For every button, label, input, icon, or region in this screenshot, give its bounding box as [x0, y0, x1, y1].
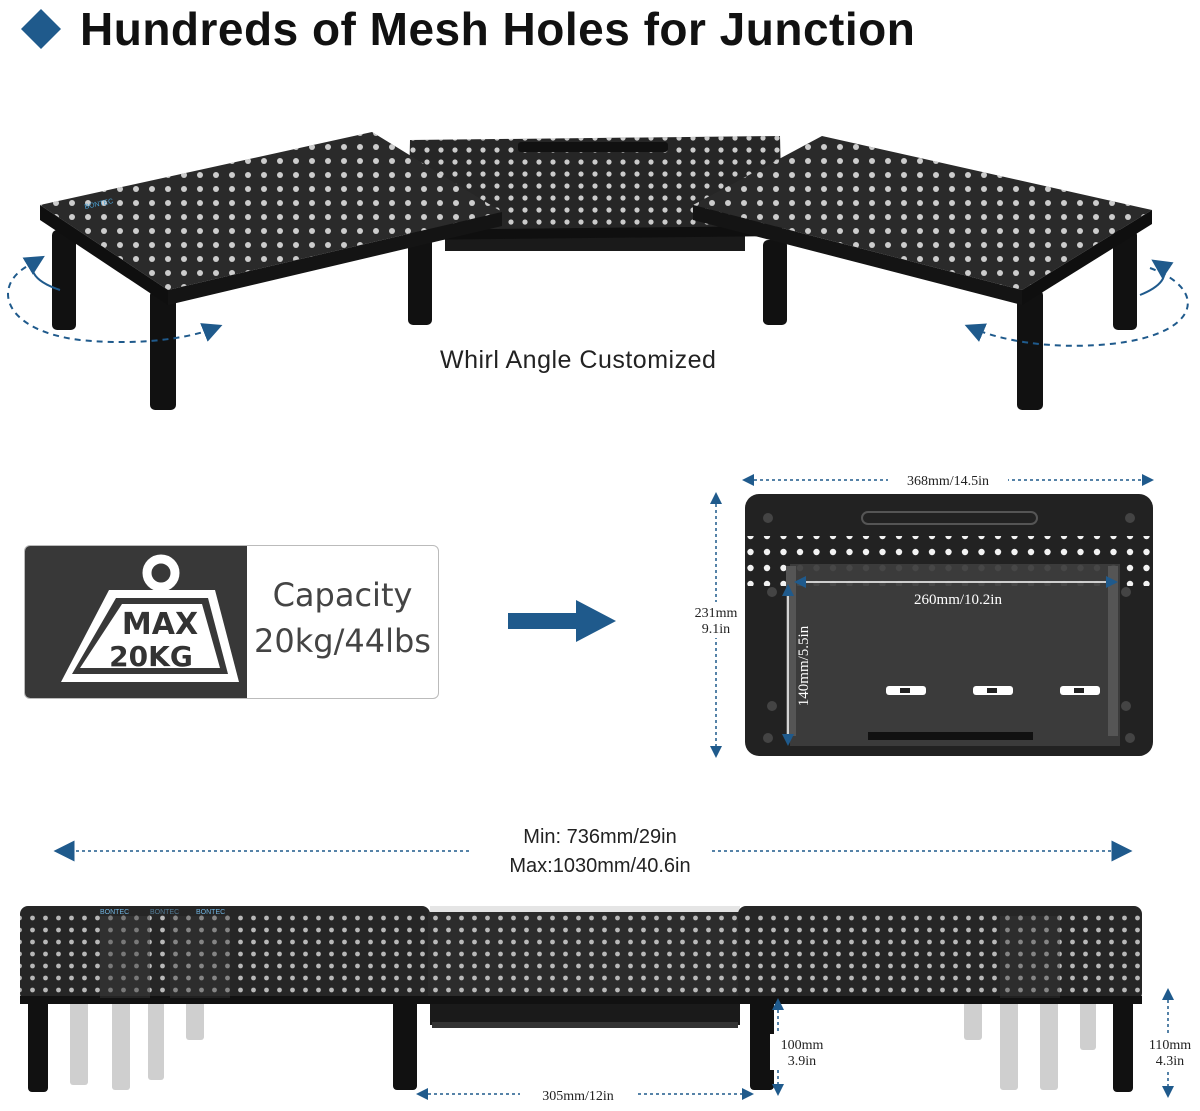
top-depth-in: 9.1in [702, 622, 730, 637]
clearance-label: 305mm/12in [542, 1089, 614, 1104]
brand-mark: BONTEC [150, 909, 179, 916]
max-length-label: Max:1030mm/40.6in [509, 855, 691, 877]
badge-weight: 20KG [109, 640, 193, 673]
top-width-label: 368mm/14.5in [907, 474, 989, 489]
inner-width-label: 260mm/10.2in [914, 592, 1002, 608]
capacity-heading: Capacity [272, 576, 413, 614]
left-platform: BONTEC [40, 132, 502, 410]
brand-mark: BONTEC [196, 909, 225, 916]
weight-icon: MAX 20KG [61, 554, 239, 682]
rotate-arrow-right-icon [964, 259, 1189, 347]
center-height-in: 3.9in [788, 1054, 816, 1069]
diamond-bullet-icon [21, 9, 61, 49]
page-title: Hundreds of Mesh Holes for Junction [80, 3, 916, 55]
capacity-badge: MAX 20KG [25, 546, 247, 698]
brand-mark: BONTEC [100, 909, 129, 916]
top-depth-mm: 231mm [695, 606, 738, 621]
min-length-label: Min: 736mm/29in [523, 826, 677, 848]
center-height-mm: 100mm [781, 1038, 824, 1053]
capacity-card: MAX 20KG Capacity 20kg/44lbs [24, 545, 439, 699]
side-height-mm: 110mm [1149, 1038, 1191, 1053]
extended-stand: BONTEC BONTEC BONTEC [20, 906, 1142, 1092]
side-height-in: 4.3in [1156, 1054, 1184, 1069]
right-platform [693, 136, 1152, 410]
whirl-caption: Whirl Angle Customized [440, 346, 717, 374]
arrow-right-icon [508, 600, 616, 642]
capacity-value: 20kg/44lbs [254, 622, 431, 660]
rotate-arrow-left-icon [7, 255, 223, 344]
inner-depth-label: 140mm/5.5in [796, 625, 812, 706]
top-view-board [745, 494, 1153, 756]
whirl-illustration: BONTEC [7, 132, 1189, 410]
badge-max: MAX [122, 607, 198, 642]
center-platform [408, 136, 785, 324]
